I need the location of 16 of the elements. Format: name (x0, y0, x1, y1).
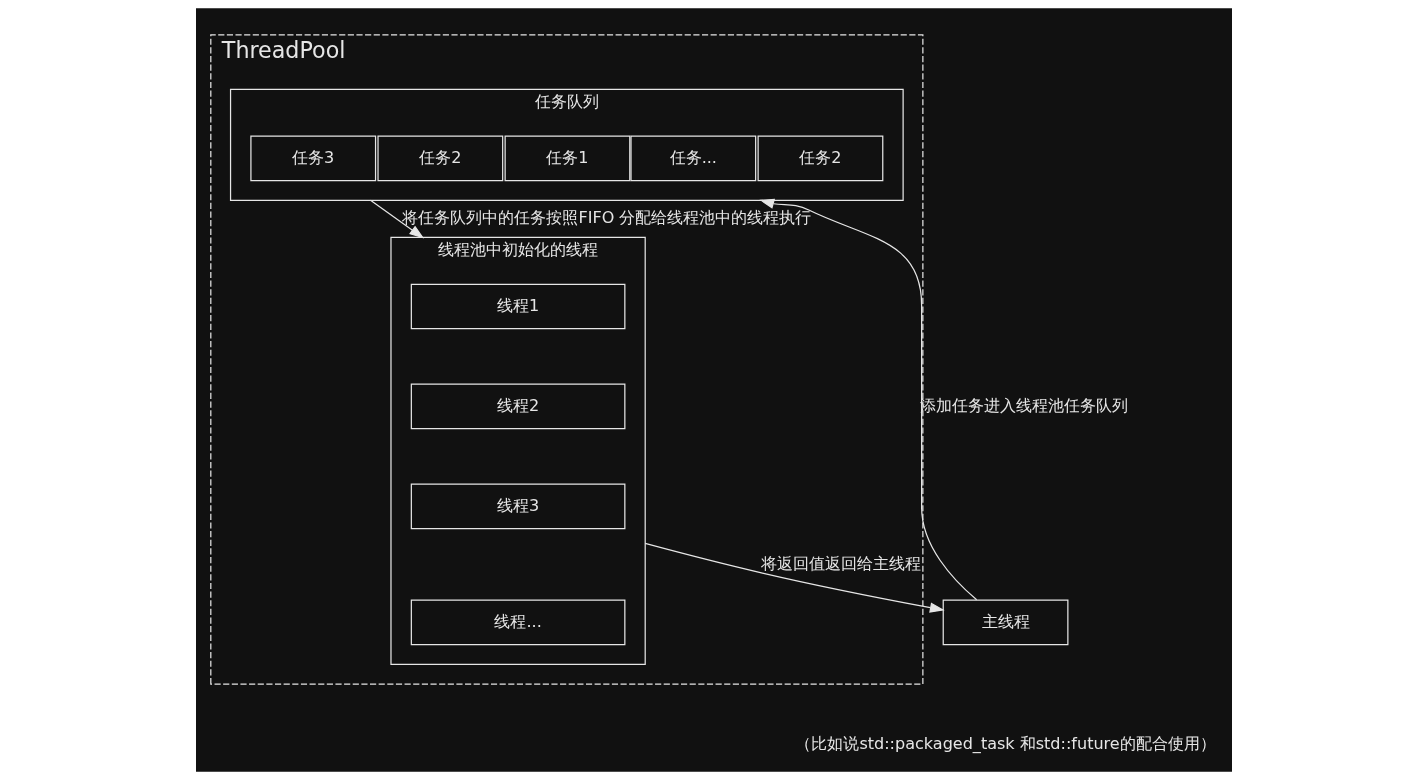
node-box: 任务2 (376, 135, 503, 182)
node-box: 任务3 (249, 135, 376, 182)
arrow (369, 199, 424, 239)
node-box: 任务1 (504, 135, 630, 182)
edge-label: 将返回值返回给主线程 (760, 553, 921, 573)
node-box: 主线程 (942, 599, 1068, 646)
node-box: 线程2 (410, 383, 625, 430)
node-box: 线程... (410, 599, 625, 646)
edge-label: 将任务队列中的任务按照FIFO 分配给线程池中的线程执行 (402, 208, 811, 228)
label: （比如说std::packaged_task 和std::future的配合使用） (794, 733, 1216, 753)
node-box: 任务2 (757, 135, 883, 182)
node-box: 任务... (629, 135, 756, 182)
node-box: 线程1 (410, 283, 625, 330)
arrow (758, 198, 977, 601)
node-box: 线程3 (410, 483, 625, 530)
arrow (644, 542, 945, 613)
